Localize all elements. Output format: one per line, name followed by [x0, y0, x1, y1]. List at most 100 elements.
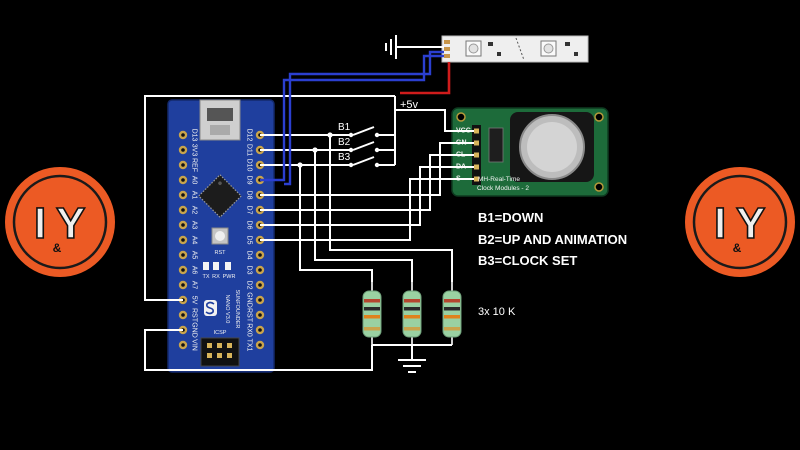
microcontroller-chip	[197, 173, 243, 219]
arduino-nano-board: RST TX RX PWR NANO V3.0 SUNFOUNDER ICSP …	[167, 99, 275, 373]
wire-strip-data-2	[284, 50, 444, 186]
resistor-note: 3x 10 K	[478, 306, 516, 318]
right-pin-label: D11	[246, 144, 253, 156]
pin-hole-center	[181, 313, 185, 317]
switch-terminal	[374, 147, 380, 153]
chip-body	[197, 173, 243, 219]
sunfounder-logo-icon	[204, 300, 217, 316]
strip-led-lens	[543, 43, 554, 54]
junction-dot	[297, 162, 303, 168]
wire-ground-return	[144, 329, 373, 371]
icsp-pin	[227, 353, 232, 358]
wire-5v-supply	[144, 95, 395, 301]
pin-hole-center	[181, 268, 185, 272]
logo-left: I Y &	[5, 167, 115, 277]
junction-dot	[312, 147, 318, 153]
switch-lever	[352, 156, 375, 166]
nano-pin-headers: D133V3REFA0A1A2A3A4A5A6A75VRSTGNDVIND12D…	[178, 129, 265, 352]
resistor	[402, 282, 422, 345]
resistor-band	[364, 299, 380, 303]
icsp-pin	[207, 353, 212, 358]
switch-terminal	[374, 162, 380, 168]
resistor	[442, 282, 462, 345]
left-pin-label: A4	[191, 236, 198, 245]
legend-b1: B1=DOWN	[478, 210, 543, 225]
left-pin-label: 5V	[191, 296, 198, 305]
switch-terminal	[374, 132, 380, 138]
rtc-chip	[488, 127, 504, 163]
right-pin-label: RST	[246, 308, 253, 323]
wire-strip-data	[260, 54, 444, 182]
push-button-3: B3	[338, 152, 380, 168]
mount-hole	[594, 112, 604, 122]
pin-hole-center	[181, 253, 185, 257]
logo-right: I Y &	[685, 167, 795, 277]
icsp-pin	[227, 343, 232, 348]
strip-pad	[444, 54, 450, 58]
pin-hole-center	[258, 328, 262, 332]
icsp-pin	[207, 343, 212, 348]
switch-terminal	[348, 162, 354, 168]
right-pin-label: D6	[246, 221, 253, 230]
logo-right-ring	[692, 174, 788, 270]
led-pwr	[225, 262, 231, 270]
logo-right-second-letter: Y	[736, 199, 765, 248]
switch-terminal	[348, 132, 354, 138]
button-label: B3	[338, 152, 351, 163]
icsp-pin	[217, 353, 222, 358]
push-button-1: B1	[338, 122, 380, 138]
logo-left-second-letter: Y	[56, 199, 85, 248]
switch-terminal	[348, 147, 354, 153]
rtc-subtitle: Clock Modules - 2	[477, 185, 529, 192]
pin-hole-center	[181, 193, 185, 197]
icsp-pin	[217, 343, 222, 348]
pin-hole-center	[258, 298, 262, 302]
left-pin-label: A2	[191, 206, 198, 215]
led-rx	[213, 262, 219, 270]
left-pin-label: GND	[191, 322, 198, 338]
pin-hole-center	[181, 283, 185, 287]
mount-hole	[594, 182, 604, 192]
led-label-rx: RX	[212, 274, 220, 280]
legend-b2: B2=UP AND ANIMATION	[478, 232, 627, 247]
legend-b3: B3=CLOCK SET	[478, 253, 577, 268]
wire-pulldown-1	[329, 135, 453, 282]
chip-dot	[218, 181, 222, 186]
pin-hole-center	[258, 343, 262, 347]
wire-strip-5v	[400, 62, 451, 95]
left-pin-label: A0	[191, 176, 198, 185]
resistor-band	[444, 307, 460, 311]
strip-component	[574, 52, 578, 56]
pin-hole-center	[181, 238, 185, 242]
resistor-band	[404, 327, 420, 331]
reset-label: RST	[215, 250, 227, 256]
logo-left-ring	[12, 174, 108, 270]
pin-hole-center	[181, 148, 185, 152]
pin-hole-center	[258, 283, 262, 287]
usb-shell	[210, 125, 230, 135]
ground-symbol-bottom	[398, 359, 426, 373]
resistor-bank	[362, 282, 462, 345]
button-label: B2	[338, 137, 351, 148]
right-pin-label: D4	[246, 251, 253, 260]
right-pin-label: D2	[246, 281, 253, 290]
button-label: B1	[338, 122, 351, 133]
right-pin-label: D3	[246, 266, 253, 275]
junction-dot	[327, 132, 333, 138]
left-pin-label: A6	[191, 266, 198, 275]
strip-component	[565, 42, 570, 46]
left-pin-label: A3	[191, 221, 198, 230]
reset-button-cap	[215, 231, 225, 241]
left-pin-label: D13	[191, 129, 198, 142]
wires	[144, 46, 474, 371]
rtc-title: MH-Real-Time	[478, 176, 520, 183]
strip-led-lens	[468, 43, 479, 54]
push-button-2: B2	[338, 137, 380, 153]
logo-glyph	[205, 301, 215, 315]
logo-right-first-letter: I	[714, 199, 726, 248]
pin-hole-center	[258, 268, 262, 272]
logo-left-disc	[5, 167, 115, 277]
rtc-pin	[474, 128, 479, 134]
switch-lever	[352, 126, 375, 136]
